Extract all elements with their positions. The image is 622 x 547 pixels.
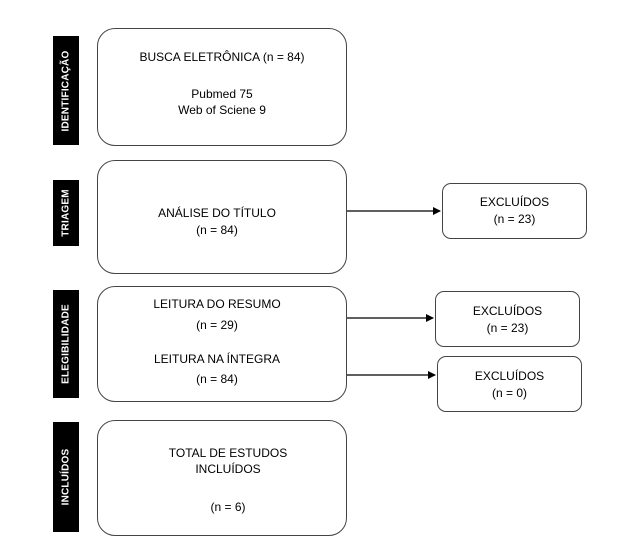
stage-label-incluidos: INCLUÍDOS xyxy=(53,422,79,532)
screening-excluded-label: EXCLUÍDOS xyxy=(479,195,550,209)
eligibility-abstract-count: (n = 29) xyxy=(196,318,238,332)
stage-label-triagem: TRIAGEM xyxy=(53,180,79,246)
screening-excluded-count: (n = 23) xyxy=(493,212,536,226)
stage-label-identificacao: IDENTIFICAÇÃO xyxy=(53,36,79,145)
identification-search-total: BUSCA ELETRÔNICA (n = 84) xyxy=(139,50,305,64)
eligibility-excluded-1-count: (n = 23) xyxy=(486,321,529,335)
eligibility-box: LEITURA DO RESUMO (n = 29) LEITURA NA ÍN… xyxy=(97,286,347,402)
screening-box: ANÁLISE DO TÍTULO (n = 84) xyxy=(97,160,347,274)
eligibility-excluded-2-count: (n = 0) xyxy=(491,386,527,400)
included-total-label-2: INCLUÍDOS xyxy=(195,462,261,476)
eligibility-abstract-reading: LEITURA DO RESUMO xyxy=(153,297,281,311)
eligibility-fulltext-count: (n = 84) xyxy=(196,372,238,386)
eligibility-excluded-1-label: EXCLUÍDOS xyxy=(472,304,543,318)
identification-pubmed: Pubmed 75 xyxy=(191,87,253,101)
included-count: (n = 6) xyxy=(210,500,246,514)
included-box: TOTAL DE ESTUDOS INCLUÍDOS (n = 6) xyxy=(97,420,347,536)
eligibility-excluded-2-label: EXCLUÍDOS xyxy=(474,369,545,383)
screening-excluded-box: EXCLUÍDOS (n = 23) xyxy=(442,183,587,239)
identification-box: BUSCA ELETRÔNICA (n = 84) Pubmed 75 Web … xyxy=(97,28,347,146)
screening-count: (n = 84) xyxy=(196,223,238,237)
identification-web-of-science: Web of Sciene 9 xyxy=(178,103,266,117)
screening-title: ANÁLISE DO TÍTULO xyxy=(158,206,276,220)
included-total-label: TOTAL DE ESTUDOS xyxy=(168,446,288,460)
eligibility-excluded-box-2: EXCLUÍDOS (n = 0) xyxy=(437,356,582,412)
eligibility-fulltext-reading: LEITURA NA ÍNTEGRA xyxy=(153,352,281,366)
stage-label-elegibilidade: ELEGIBILIDADE xyxy=(53,290,79,398)
eligibility-excluded-box-1: EXCLUÍDOS (n = 23) xyxy=(435,291,580,347)
